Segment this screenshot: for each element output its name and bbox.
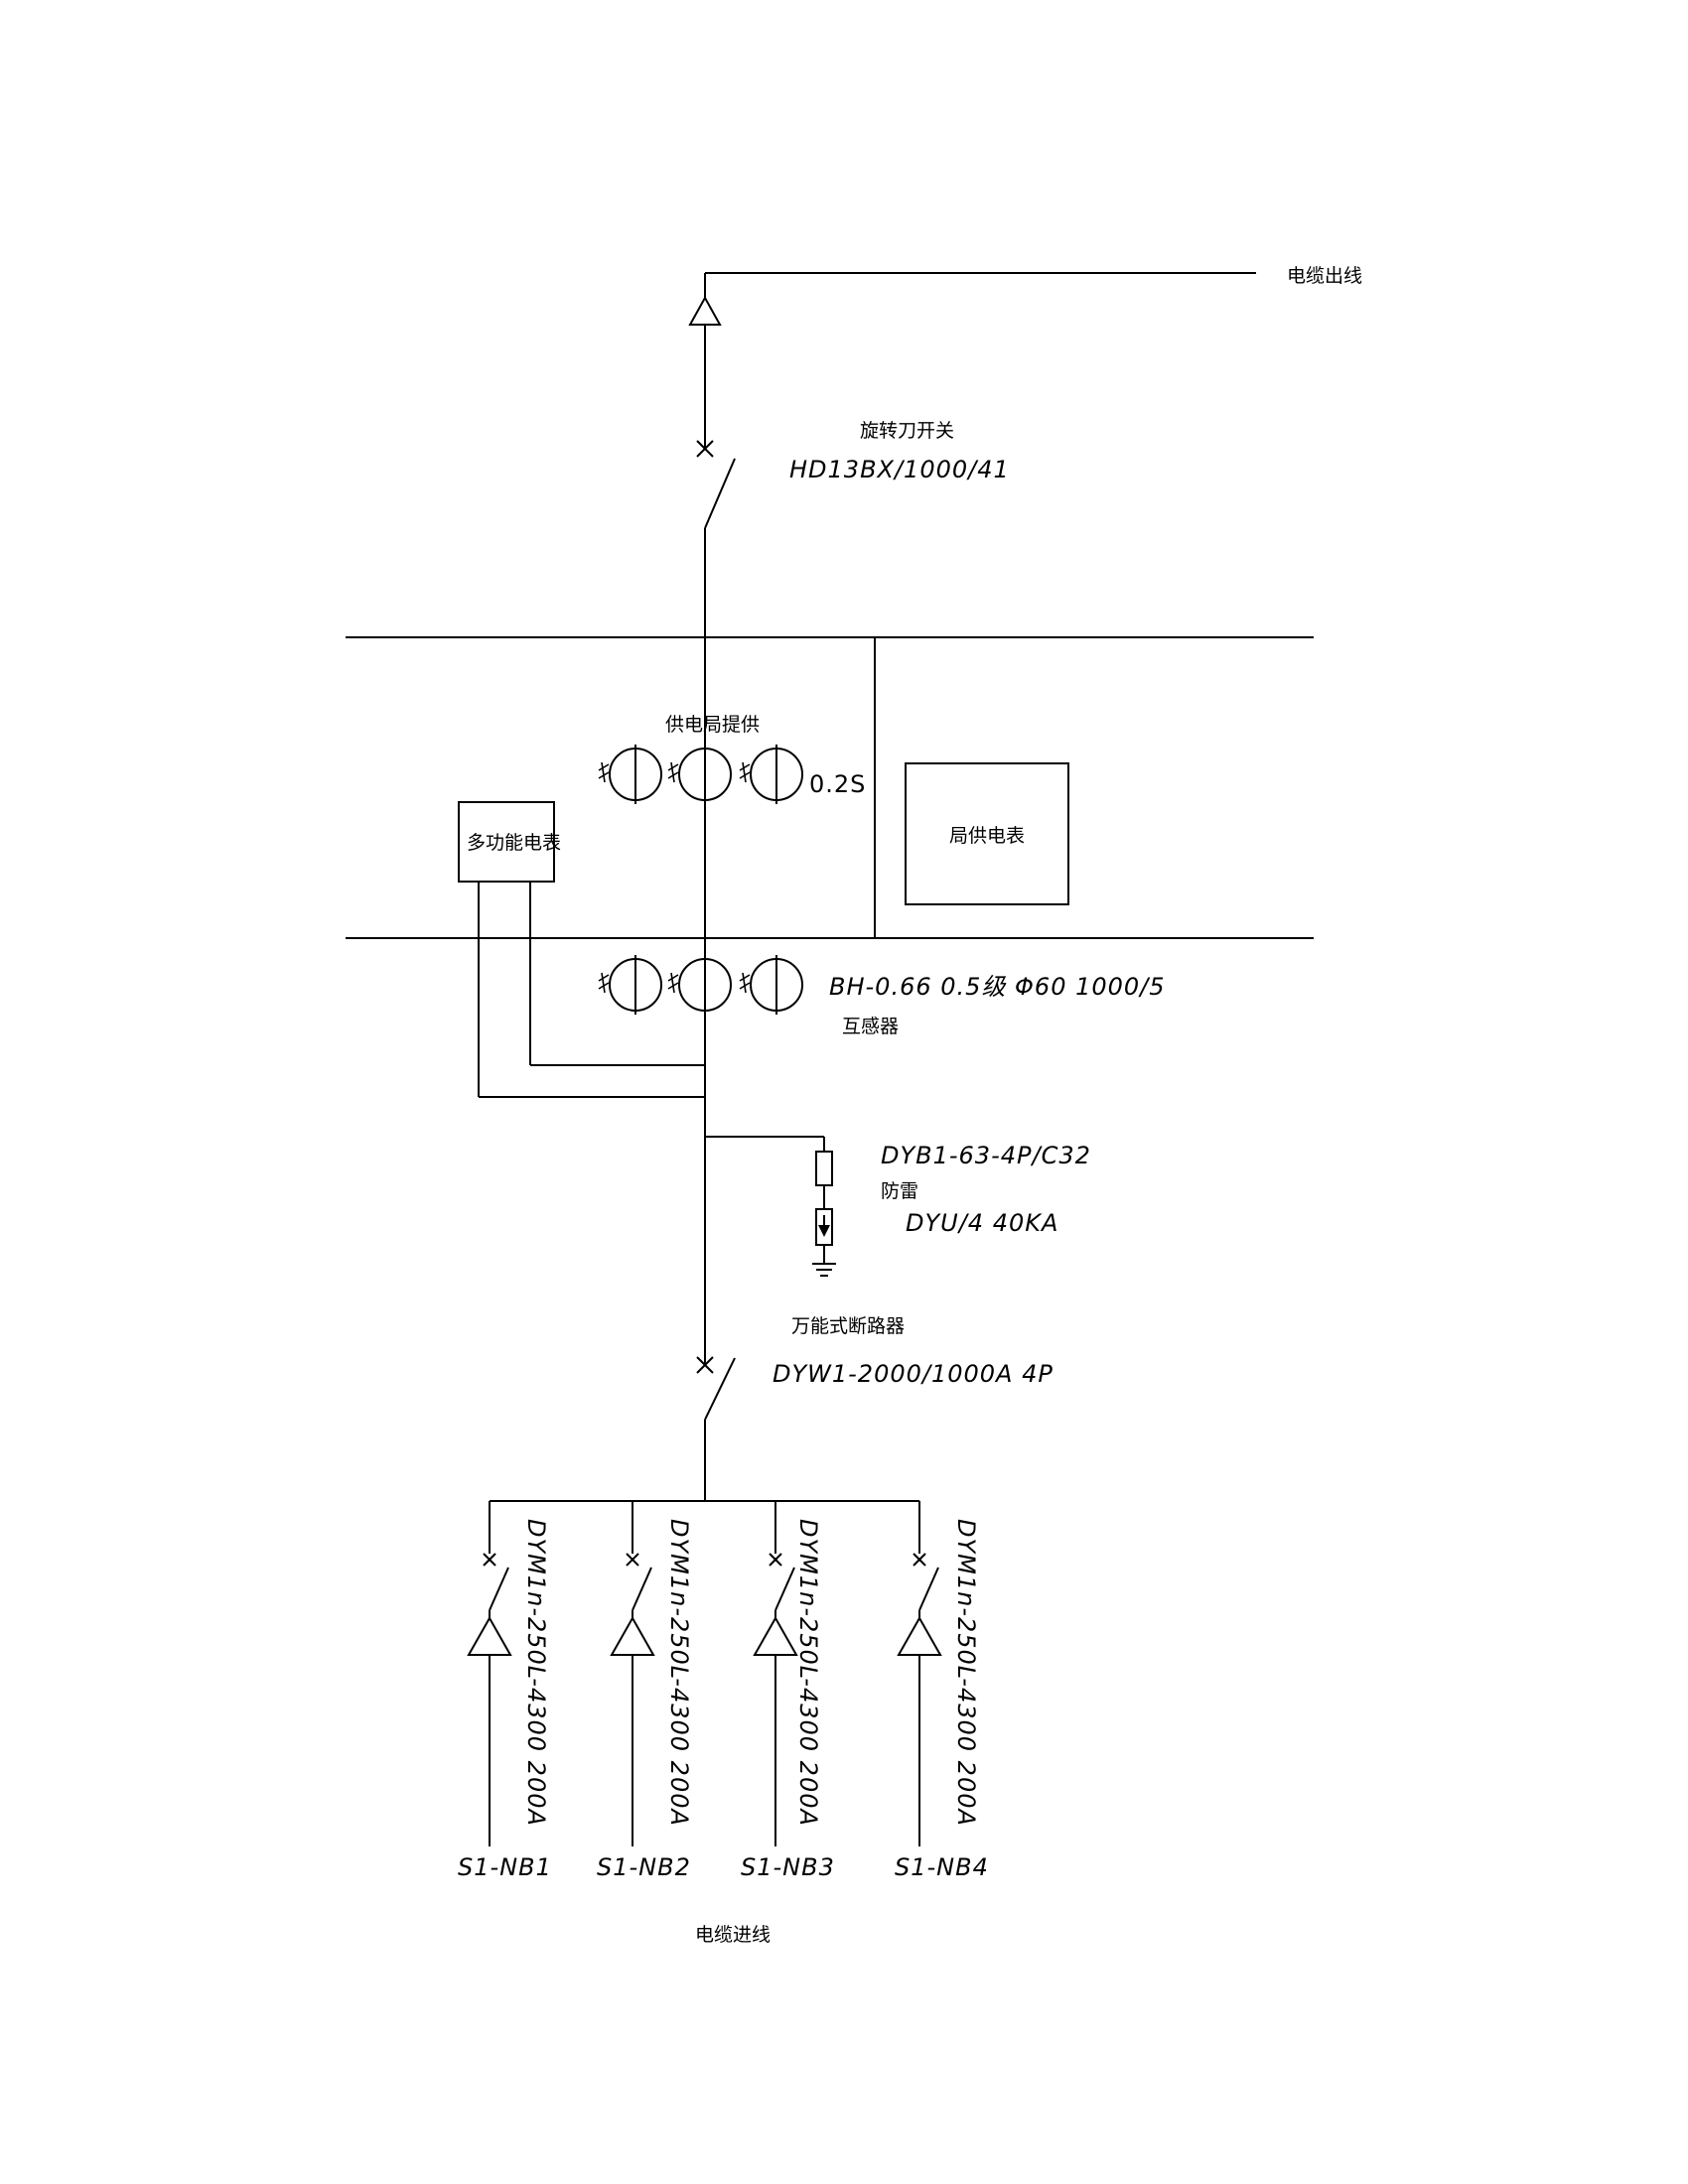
knife-switch-model: HD13BX/1000/41: [789, 456, 1010, 483]
surge-protector-icon: [705, 1136, 836, 1277]
cable-in-label: 电缆进线: [695, 1924, 771, 1946]
feeder-label-3: S1-NB3: [741, 1853, 835, 1881]
cable-terminal-icon: [610, 1615, 655, 1656]
utility-meter-box: [905, 762, 1069, 905]
branch-feeder-4: [897, 1501, 942, 1846]
meter-wiring: [478, 882, 705, 1098]
branch-feeder-1: [467, 1501, 512, 1846]
utility-provided-label: 供电局提供: [665, 714, 760, 736]
branch-breaker-model-3: DYM1n-250L-4300 200A: [794, 1519, 822, 1827]
cable-terminal-icon: [897, 1615, 942, 1656]
utility-meter-label: 局供电表: [949, 825, 1025, 847]
meter-cabinet-frame: [346, 636, 1314, 939]
branch-breaker-model-4: DYM1n-250L-4300 200A: [952, 1519, 980, 1827]
cable-terminal-icon: [467, 1615, 512, 1656]
cable-out-label: 电缆出线: [1287, 265, 1362, 287]
cable-out-line: [688, 272, 1256, 449]
main-breaker-icon: [696, 1356, 736, 1501]
cable-terminal-top-icon: [688, 295, 722, 326]
feeder-label-4: S1-NB4: [895, 1853, 989, 1881]
feeder-label-1: S1-NB1: [458, 1853, 552, 1881]
branch-breaker-model-2: DYM1n-250L-4300 200A: [665, 1519, 693, 1827]
knife-switch-name: 旋转刀开关: [860, 420, 954, 442]
main-breaker-name: 万能式断路器: [791, 1315, 905, 1337]
meter-class-label: 0.2S: [809, 770, 866, 798]
branch-breaker-model-1: DYM1n-250L-4300 200A: [522, 1519, 550, 1827]
branch-feeder-3: [753, 1501, 798, 1846]
metering-ct-icon: [598, 745, 803, 804]
spd-model-label: DYU/4 40KA: [906, 1209, 1058, 1237]
ct-model-label: BH-0.66 0.5级 Φ60 1000/5: [829, 973, 1166, 1001]
current-transformer-icon: [598, 955, 803, 1015]
branch-feeder-2: [610, 1501, 655, 1846]
ct-name-label: 互感器: [842, 1016, 899, 1037]
multi-meter-box: [458, 801, 555, 883]
multi-meter-label: 多功能电表: [467, 832, 561, 854]
main-breaker-model: DYW1-2000/1000A 4P: [773, 1360, 1054, 1388]
knife-switch-icon: [696, 440, 736, 529]
spd-name-label: 防雷: [881, 1180, 918, 1202]
spd-breaker-model-label: DYB1-63-4P/C32: [881, 1142, 1091, 1169]
feeder-label-2: S1-NB2: [597, 1853, 691, 1881]
cable-terminal-icon: [753, 1615, 798, 1656]
